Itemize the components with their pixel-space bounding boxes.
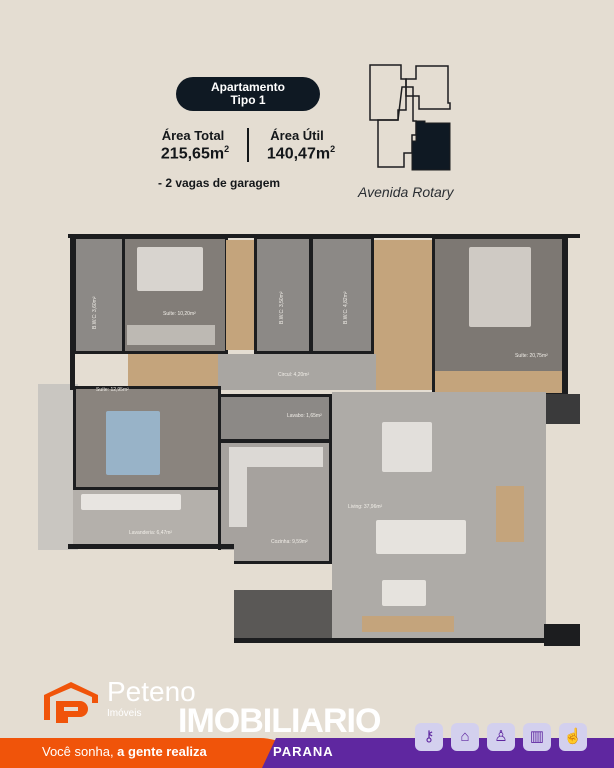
room-label: Suíte: 10,20m² <box>163 311 196 317</box>
room-label: Suíte: 20,75m² <box>515 353 548 359</box>
room-label: Lavabo: 1,65m² <box>287 413 322 419</box>
counter <box>229 447 247 527</box>
badge-line2: Tipo 1 <box>230 93 266 107</box>
room-label: Circul: 4,20m² <box>278 372 310 378</box>
dining-table-2 <box>496 486 524 542</box>
slogan: Você sonha, a gente realiza <box>42 744 207 759</box>
wall <box>70 234 75 390</box>
floor-plan: B.W.C: 3,60m² Suíte: 10,20m² B.W.C: 3,50… <box>38 234 580 646</box>
room-kitchen: Cozinha: 9,59m² <box>218 440 332 564</box>
balcony-bottom <box>234 590 332 642</box>
building-location-map <box>369 64 451 171</box>
room-suite2: Suíte: 12,95m² <box>73 386 221 490</box>
divider <box>247 128 249 162</box>
wall <box>562 234 568 394</box>
unit-sup: 2 <box>224 144 230 154</box>
wall <box>546 394 580 424</box>
room-label: B.W.C: 3,60m² <box>92 296 98 329</box>
home-icon: ⌂ <box>451 723 479 751</box>
unit-sup: 2 <box>330 144 336 154</box>
area-total-number: 215,65m <box>160 145 225 163</box>
footer-orange-band <box>0 738 300 768</box>
coffee-table <box>382 580 426 606</box>
area-util-number: 140,47m <box>266 145 331 163</box>
room-label: B.W.C: 3,50m² <box>279 291 285 324</box>
room-label: Suíte: 12,95m² <box>96 387 129 393</box>
bed <box>106 411 160 475</box>
imobiliario-text: IMOBILIARIO <box>178 702 381 740</box>
desk-area <box>226 240 254 350</box>
counter <box>229 447 323 467</box>
wall <box>232 638 548 643</box>
wall <box>68 544 234 549</box>
dining-table <box>382 422 432 472</box>
bed <box>469 247 531 327</box>
badge-line1: Apartamento <box>210 80 285 94</box>
wall <box>544 624 580 646</box>
closet <box>127 325 215 345</box>
room-suite1: Suíte: 10,20m² <box>122 236 228 354</box>
room-bwc3: B.W.C: 4,82m² <box>310 236 374 354</box>
slogan-regular: Você sonha, <box>42 744 118 759</box>
area-util-label: Área Útil <box>270 128 324 143</box>
room-label: Cozinha: 9,59m² <box>271 539 308 545</box>
user-icon: ♙ <box>487 723 515 751</box>
area-util-value: 140,47m2 <box>260 144 342 163</box>
room-circulation: Circul: 4,20m² <box>218 354 376 390</box>
wall <box>68 234 580 238</box>
building-icon: ▥ <box>523 723 551 751</box>
brand-sub: Imóveis <box>107 708 142 719</box>
peteno-logo-icon <box>44 682 98 723</box>
room-label: Lavanderia: 6,47m² <box>129 530 173 536</box>
street-name: Avenida Rotary <box>358 184 454 200</box>
exterior-cutout <box>38 550 234 646</box>
key-icon: ⚷ <box>415 723 443 751</box>
bed <box>137 247 203 291</box>
room-label: B.W.C: 4,82m² <box>343 291 349 324</box>
brand-name: Peteno <box>107 676 196 707</box>
laundry-cabinets <box>81 494 181 510</box>
room-suite-master: Suíte: 20,75m² <box>432 236 566 396</box>
region-text: PARANA <box>273 744 334 759</box>
garage-text: - 2 vagas de garagem <box>158 176 281 190</box>
area-total-value: 215,65m2 <box>155 144 235 163</box>
room-bwc1: B.W.C: 3,60m² <box>73 236 125 354</box>
area-total-label: Área Total <box>161 128 225 143</box>
room-lavabo: Lavabo: 1,65m² <box>218 394 332 442</box>
room-label: Living: 37,96m² <box>348 504 383 510</box>
room-bwc2: B.W.C: 3,50m² <box>254 236 312 354</box>
wood-floor <box>435 371 563 393</box>
walk-in-closet <box>374 240 434 390</box>
room-living: Living: 37,96m² <box>332 392 546 642</box>
tv-stand <box>362 616 454 632</box>
sofa <box>376 520 466 554</box>
hand-icon: ☝ <box>559 723 587 751</box>
hall-wood <box>128 354 218 392</box>
room-laundry: Lavanderia: 6,47m² <box>73 490 221 546</box>
slogan-bold: a gente realiza <box>117 744 207 759</box>
